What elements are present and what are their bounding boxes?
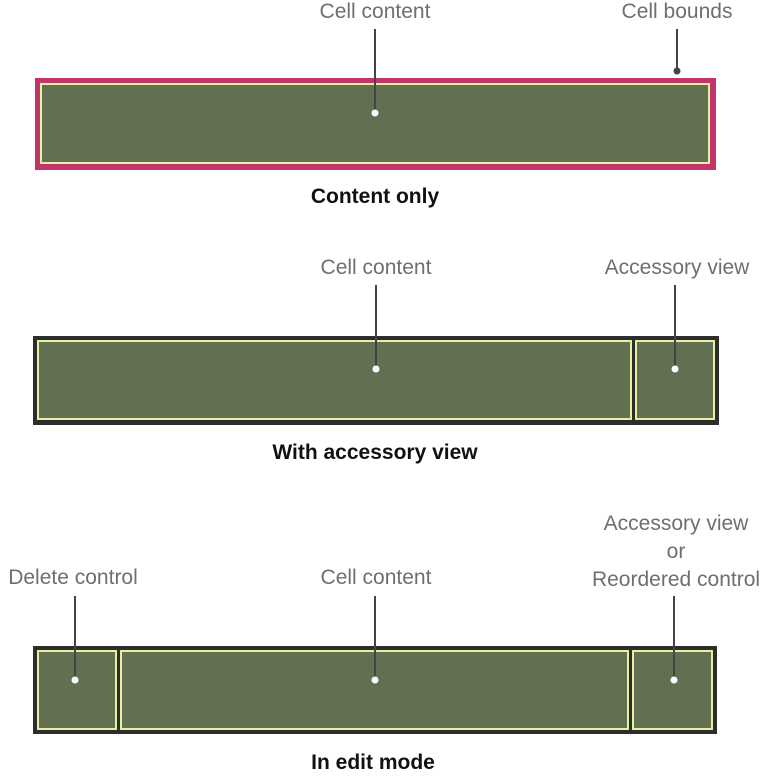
cell-content-box xyxy=(40,83,710,164)
cell-content-marker xyxy=(371,676,379,684)
cell-bounds-label: Cell bounds xyxy=(621,0,733,23)
delete-control-box xyxy=(37,650,117,730)
cell-content-label: Cell content xyxy=(320,566,432,589)
cell-content-marker xyxy=(371,109,379,117)
accessory-or-reorder-label-line1: Accessory view xyxy=(603,512,749,535)
caption-in-edit-mode: In edit mode xyxy=(311,751,435,774)
accessory-or-reorder-leader-line xyxy=(673,596,675,680)
cell-content-marker xyxy=(372,365,380,373)
accessory-view-leader-line xyxy=(674,285,676,369)
cell-content-label: Cell content xyxy=(319,0,431,23)
accessory-or-reorder-label-line3: Reordered control xyxy=(591,568,761,591)
caption-content-only: Content only xyxy=(310,185,440,208)
cell-content-box xyxy=(37,340,632,420)
caption-with-accessory-view: With accessory view xyxy=(272,441,478,464)
accessory-or-reorder-box xyxy=(632,650,713,730)
cell-bounds-leader-line xyxy=(676,29,678,71)
cell-bounds-marker xyxy=(673,67,681,75)
delete-control-leader-line xyxy=(74,596,76,680)
accessory-view-label: Accessory view xyxy=(604,256,750,279)
cell-content-leader-line xyxy=(375,285,377,369)
delete-control-marker xyxy=(71,676,79,684)
accessory-or-reorder-marker xyxy=(670,676,678,684)
accessory-view-marker xyxy=(671,365,679,373)
accessory-or-reorder-label-line2: or xyxy=(666,540,686,563)
cell-content-leader-line xyxy=(374,596,376,680)
cell-content-leader-line xyxy=(374,29,376,113)
accessory-or-reorder-label: Accessory view or Reordered control xyxy=(592,510,760,594)
cell-content-label: Cell content xyxy=(320,256,432,279)
delete-control-label: Delete control xyxy=(8,566,138,589)
